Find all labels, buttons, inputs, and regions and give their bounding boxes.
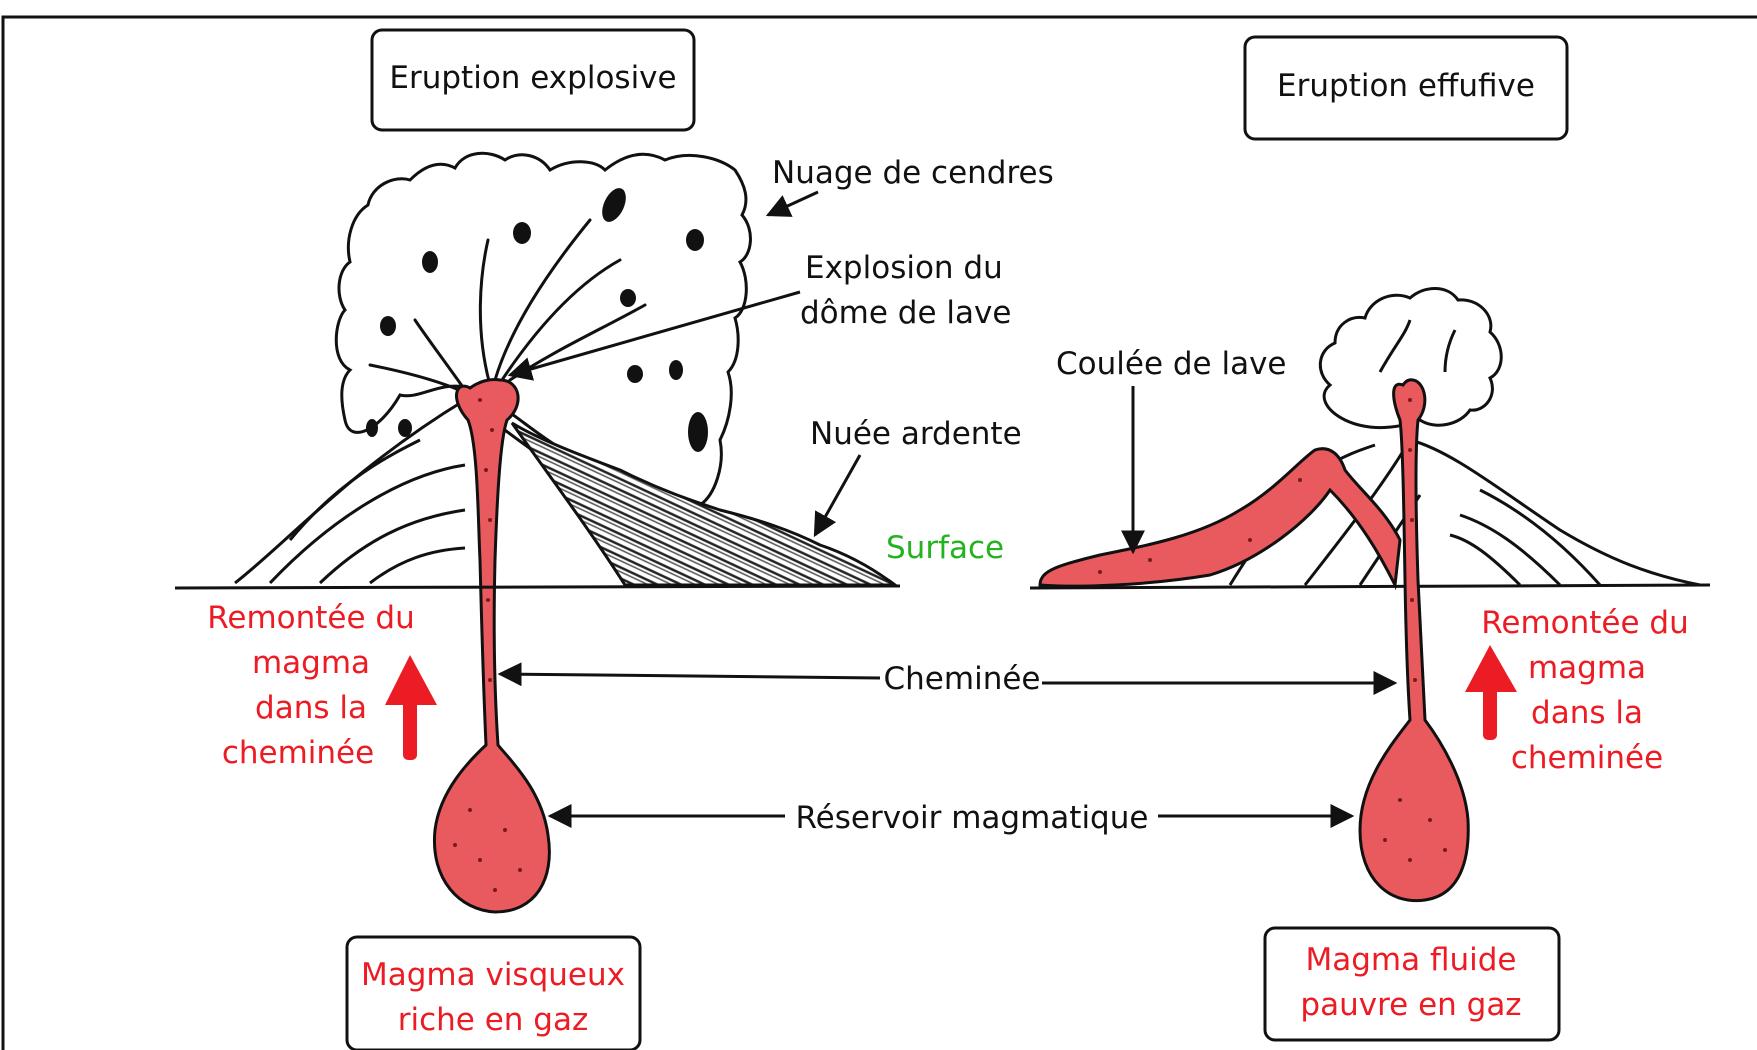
explosive-volcano <box>235 153 895 912</box>
magma-right-line-2: pauvre en gaz <box>1300 987 1521 1023</box>
effusive-title: Eruption effufive <box>1277 68 1535 104</box>
ash-cloud-label: Nuage de cendres <box>772 155 1054 191</box>
lava-flow-label: Coulée de lave <box>1056 346 1287 382</box>
up-arrow-right-icon <box>1465 645 1517 740</box>
dome-explosion-label-1: Explosion du <box>805 250 1003 286</box>
magma-rise-left: Remontée du magma dans la cheminée <box>207 600 437 771</box>
magma-rise-right-line-3: dans la <box>1531 695 1643 731</box>
ash-cloud-arrow <box>768 192 818 215</box>
pyroclastic-flow-arrow <box>815 455 860 535</box>
magma-rise-right-line-2: magma <box>1528 650 1646 686</box>
magma-left-line-1: Magma visqueux <box>361 957 625 993</box>
magma-chamber-label: Réservoir magmatique <box>796 800 1149 836</box>
lava-flow <box>1040 449 1400 586</box>
magma-right-line-1: Magma fluide <box>1305 942 1516 978</box>
magma-rise-right: Remontée du magma dans la cheminée <box>1465 605 1689 776</box>
explosive-title: Eruption explosive <box>389 60 676 96</box>
ground-line <box>175 585 1710 588</box>
chimney-label: Cheminée <box>884 661 1041 697</box>
magma-rise-left-line-2: magma <box>252 645 370 681</box>
magma-rise-right-line-4: cheminée <box>1511 740 1663 776</box>
dome-explosion-label-2: dôme de lave <box>800 295 1011 331</box>
magma-rise-right-line-1: Remontée du <box>1481 605 1689 641</box>
left-conduit <box>434 379 549 912</box>
magma-rise-left-line-1: Remontée du <box>207 600 415 636</box>
chimney-arrow-left <box>500 674 880 678</box>
magma-rise-left-line-3: dans la <box>255 690 367 726</box>
magma-left-line-2: riche en gaz <box>398 1002 589 1038</box>
surface-label: Surface <box>886 530 1004 566</box>
pyroclastic-flow-label: Nuée ardente <box>810 416 1022 452</box>
up-arrow-left-icon <box>385 655 437 760</box>
magma-rise-left-line-4: cheminée <box>222 735 374 771</box>
